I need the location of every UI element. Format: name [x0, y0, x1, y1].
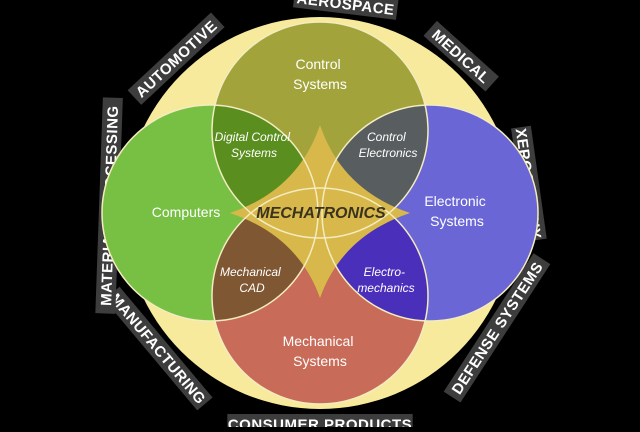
digital-control-label: Digital Control Systems: [215, 130, 294, 160]
mechanical-cad-label: Mechanical CAD: [220, 265, 284, 295]
electronic-systems-label: Electronic Systems: [424, 193, 489, 229]
digital-control-overlap: [212, 105, 318, 238]
application-label-consumer-products: CONSUMER PRODUCTS: [227, 414, 413, 432]
circle-outlines: [101, 21, 539, 405]
application-band: [443, 253, 551, 403]
mechatronics-label: MECHATRONICS: [256, 205, 386, 222]
mechanical-cad-overlap: [212, 188, 318, 321]
control-electronics-overlap: [322, 105, 428, 238]
computers-label: Computers: [152, 204, 220, 220]
electro-mechanics-label: Electro- mechanics: [357, 265, 414, 295]
electro-mechanics-overlap: [322, 188, 428, 321]
application-text: CONSUMER PRODUCTS: [228, 417, 412, 428]
application-band: [423, 20, 499, 92]
mechatronics-center: [230, 125, 410, 298]
mechanical-systems-label: Mechanical Systems: [283, 333, 358, 369]
control-electronics-label: Control Electronics: [359, 130, 418, 160]
control-systems-label: Control Systems: [293, 56, 347, 92]
application-band: [292, 0, 399, 20]
application-band: [127, 12, 225, 105]
application-band: [104, 286, 213, 411]
